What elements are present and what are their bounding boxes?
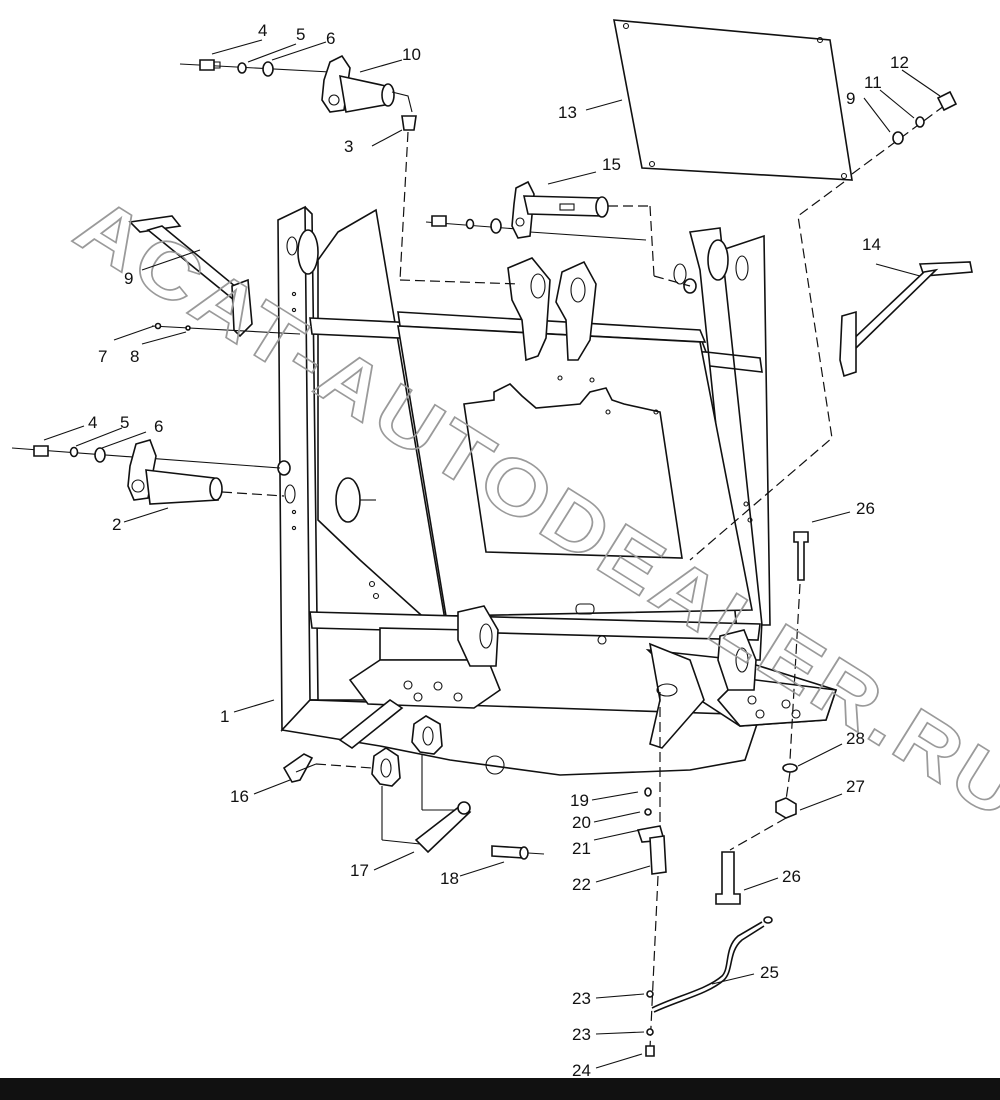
bolt-24 [645, 1045, 655, 1057]
grease-fitting-3 [401, 115, 417, 131]
cover-panel-assembly [613, 19, 958, 561]
callout-23-lower: 23 [572, 1025, 591, 1044]
bolt-26-upper [793, 531, 809, 581]
callout-15: 15 [602, 155, 621, 174]
callout-24: 24 [572, 1061, 591, 1080]
clip-16 [282, 753, 314, 783]
hose-25 [651, 921, 763, 1009]
washer-6-upper [262, 61, 274, 77]
washer-28 [782, 763, 798, 773]
callout-11: 11 [864, 73, 882, 92]
lock-washer-5-upper [237, 62, 247, 74]
callout-6-lower: 6 [154, 417, 163, 436]
callout-23-upper: 23 [572, 989, 591, 1008]
callout-19: 19 [570, 791, 589, 810]
lock-washer-11 [915, 116, 925, 128]
washer-23-lower [646, 1028, 654, 1036]
pin-18 [491, 845, 525, 859]
cover-plate-13 [613, 19, 853, 181]
nut-27 [775, 797, 797, 819]
bolt-19 [644, 787, 652, 797]
step-pad-9 [128, 215, 182, 233]
callout-20: 20 [572, 813, 591, 832]
tow-hook-assembly [282, 715, 545, 860]
callout-12: 12 [890, 53, 909, 72]
mount-bolt-assembly [715, 531, 809, 905]
callout-13: 13 [558, 103, 577, 122]
lower-pin-assembly [11, 439, 376, 505]
lower-pivot-assembly [636, 692, 773, 1057]
callout-4-lower: 4 [88, 413, 97, 432]
bottom-border-bar [0, 1078, 1000, 1100]
upper-pin-assembly [179, 54, 521, 285]
right-step-assembly [839, 261, 973, 378]
callout-25: 25 [760, 963, 779, 982]
pin-2 [145, 469, 219, 505]
callout-4-upper: 4 [258, 21, 267, 40]
pin-15-assembly [425, 180, 691, 287]
callout-labels: 4 5 6 10 3 13 15 9 11 12 14 9 7 8 4 5 6 … [88, 21, 909, 1080]
callout-26-upper: 26 [856, 499, 875, 518]
washer-23-upper [646, 990, 654, 998]
callout-22: 22 [572, 875, 591, 894]
bolt-7 [154, 322, 162, 330]
bolt-4-upper [199, 59, 215, 71]
bolt-26-lower [715, 851, 741, 905]
callout-6-upper: 6 [326, 29, 335, 48]
callout-14: 14 [862, 235, 881, 254]
callout-16: 16 [230, 787, 249, 806]
left-step-assembly [128, 215, 301, 338]
callout-1: 1 [220, 707, 229, 726]
screw-12 [936, 90, 958, 112]
sleeve-22 [649, 835, 667, 875]
callout-9-left: 9 [124, 269, 133, 288]
callout-28: 28 [846, 729, 865, 748]
callout-5-lower: 5 [120, 413, 129, 432]
callout-21: 21 [572, 839, 591, 858]
washer-8 [185, 325, 191, 331]
callout-26-lower: 26 [782, 867, 801, 886]
callout-17: 17 [350, 861, 369, 880]
washer-9 [892, 131, 904, 145]
callout-18: 18 [440, 869, 459, 888]
callout-5-upper: 5 [296, 25, 305, 44]
callout-9-right: 9 [846, 89, 855, 108]
callout-leaders [43, 39, 941, 1069]
callout-3: 3 [344, 137, 353, 156]
pin-15 [522, 195, 606, 217]
main-frame [277, 205, 838, 776]
callout-27: 27 [846, 777, 865, 796]
bar-17 [414, 805, 472, 854]
callout-10: 10 [402, 45, 421, 64]
callout-7: 7 [98, 347, 107, 366]
callout-2: 2 [112, 515, 121, 534]
callout-8: 8 [130, 347, 139, 366]
washer-20 [644, 808, 652, 816]
